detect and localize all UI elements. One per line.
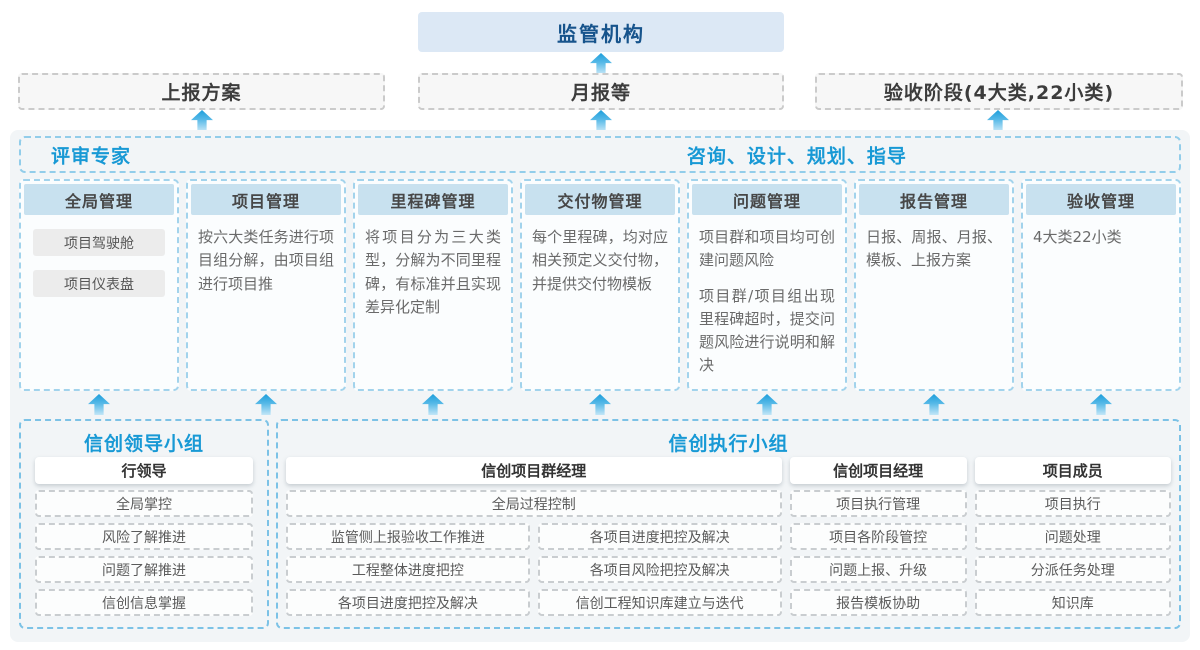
up-arrow-icon bbox=[756, 394, 778, 415]
project-manager-column: 信创项目经理 项目执行管理 项目各阶段管控 问题上报、升级 报告模板协助 bbox=[789, 457, 967, 616]
leading-group: 信创领导小组 行领导 全局掌控 风险了解推进 问题了解推进 信创信息掌握 bbox=[19, 419, 269, 629]
up-arrow-icon bbox=[590, 110, 612, 131]
modules-row: 全局管理 项目驾驶舱 项目仪表盘 项目管理 按六大类任务进行项目组分解，由项目组… bbox=[19, 179, 1181, 391]
module-description: 将项目分为三大类型，分解为不同里程碑，有标准并且实现差异化定制 bbox=[355, 218, 511, 319]
duty-item: 知识库 bbox=[974, 589, 1171, 616]
module-chip: 项目驾驶舱 bbox=[33, 229, 165, 256]
duty-item: 问题上报、升级 bbox=[789, 556, 967, 583]
duty-item: 项目各阶段管控 bbox=[789, 523, 967, 550]
module-title: 报告管理 bbox=[859, 184, 1009, 215]
module-paragraph: 项目群/项目组出现里程碑超时，提交问题风险进行说明和解决 bbox=[699, 286, 835, 375]
program-manager-column: 信创项目群经理 全局过程控制 监管侧上报验收工作推进 各项目进度把控及解决 工程… bbox=[286, 457, 782, 616]
consulting-label: 咨询、设计、规划、指导 bbox=[686, 145, 907, 167]
duty-item: 各项目进度把控及解决 bbox=[286, 589, 530, 616]
module-report-management: 报告管理 日报、周报、月报、模板、上报方案 bbox=[854, 179, 1014, 391]
module-description: 每个里程碑，均对应相关预定义交付物，并提供交付物模板 bbox=[522, 218, 678, 296]
module-paragraph: 4大类22小类 bbox=[1033, 228, 1122, 246]
output-box-acceptance-phase: 验收阶段(4大类,22小类) bbox=[815, 73, 1183, 110]
module-title: 项目管理 bbox=[191, 184, 341, 215]
regulator-box: 监管机构 bbox=[418, 12, 784, 52]
up-arrow-icon bbox=[590, 53, 612, 74]
module-project-management: 项目管理 按六大类任务进行项目组分解，由项目组进行项目推 bbox=[186, 179, 346, 391]
duty-item: 全局掌控 bbox=[35, 490, 253, 517]
module-paragraph: 日报、周报、月报、模板、上报方案 bbox=[866, 228, 1002, 270]
up-arrow-icon bbox=[255, 394, 277, 415]
module-acceptance-management: 验收管理 4大类22小类 bbox=[1021, 179, 1181, 391]
review-experts-label: 评审专家 bbox=[51, 145, 132, 167]
duty-item: 信创工程知识库建立与迭代 bbox=[537, 589, 782, 616]
module-milestone-management: 里程碑管理 将项目分为三大类型，分解为不同里程碑，有标准并且实现差异化定制 bbox=[353, 179, 513, 391]
module-description: 4大类22小类 bbox=[1023, 218, 1179, 249]
platform-container: 评审专家 咨询、设计、规划、指导 全局管理 项目驾驶舱 项目仪表盘 项目管理 按… bbox=[10, 130, 1190, 642]
duty-item: 项目执行管理 bbox=[789, 490, 967, 517]
up-arrow-icon bbox=[1090, 394, 1112, 415]
up-arrow-icon bbox=[88, 394, 110, 415]
module-paragraph: 项目群和项目均可创建问题风险 bbox=[699, 228, 835, 270]
module-issue-management: 问题管理 项目群和项目均可创建问题风险 项目群/项目组出现里程碑超时，提交问题风… bbox=[687, 179, 847, 391]
duty-pair-row: 工程整体进度把控 各项目风险把控及解决 bbox=[286, 550, 782, 583]
up-arrow-icon bbox=[987, 110, 1009, 131]
module-description: 日报、周报、月报、模板、上报方案 bbox=[856, 218, 1012, 273]
module-paragraph: 按六大类任务进行项目组分解，由项目组进行项目推 bbox=[198, 228, 334, 293]
module-chip: 项目仪表盘 bbox=[33, 270, 165, 297]
duty-item: 各项目进度把控及解决 bbox=[537, 523, 782, 550]
project-member-column: 项目成员 项目执行 问题处理 分派任务处理 知识库 bbox=[974, 457, 1171, 616]
duty-item: 全局过程控制 bbox=[286, 490, 782, 517]
executing-group-body: 信创项目群经理 全局过程控制 监管侧上报验收工作推进 各项目进度把控及解决 工程… bbox=[278, 455, 1179, 616]
role-box-project-manager: 信创项目经理 bbox=[789, 457, 967, 484]
module-description: 项目群和项目均可创建问题风险 项目群/项目组出现里程碑超时，提交问题风险进行说明… bbox=[689, 218, 845, 378]
output-box-monthly-report: 月报等 bbox=[418, 73, 784, 110]
module-description: 按六大类任务进行项目组分解，由项目组进行项目推 bbox=[188, 218, 344, 296]
leading-group-title: 信创领导小组 bbox=[83, 433, 204, 455]
module-title: 里程碑管理 bbox=[358, 184, 508, 215]
duty-pair-row: 监管侧上报验收工作推进 各项目进度把控及解决 bbox=[286, 517, 782, 550]
role-box-project-member: 项目成员 bbox=[974, 457, 1171, 484]
duty-item: 报告模板协助 bbox=[789, 589, 967, 616]
role-box-bank-leader: 行领导 bbox=[35, 457, 253, 484]
duty-item: 监管侧上报验收工作推进 bbox=[286, 523, 530, 550]
teams-row: 信创领导小组 行领导 全局掌控 风险了解推进 问题了解推进 信创信息掌握 信创执… bbox=[19, 419, 1181, 629]
experts-strip: 评审专家 咨询、设计、规划、指导 bbox=[19, 136, 1181, 173]
module-paragraph: 每个里程碑，均对应相关预定义交付物，并提供交付物模板 bbox=[532, 228, 668, 293]
duty-item: 信创信息掌握 bbox=[35, 589, 253, 616]
duty-item: 风险了解推进 bbox=[35, 523, 253, 550]
module-title: 全局管理 bbox=[24, 184, 174, 215]
up-arrow-icon bbox=[422, 394, 444, 415]
module-title: 交付物管理 bbox=[525, 184, 675, 215]
duty-item: 项目执行 bbox=[974, 490, 1171, 517]
module-paragraph: 将项目分为三大类型，分解为不同里程碑，有标准并且实现差异化定制 bbox=[365, 228, 501, 316]
module-title: 问题管理 bbox=[692, 184, 842, 215]
duty-item: 问题了解推进 bbox=[35, 556, 253, 583]
up-arrow-icon bbox=[191, 110, 213, 131]
duty-item: 分派任务处理 bbox=[974, 556, 1171, 583]
module-deliverable-management: 交付物管理 每个里程碑，均对应相关预定义交付物，并提供交付物模板 bbox=[520, 179, 680, 391]
duty-item: 问题处理 bbox=[974, 523, 1171, 550]
executing-group: 信创执行小组 信创项目群经理 全局过程控制 监管侧上报验收工作推进 各项目进度把… bbox=[276, 419, 1181, 629]
module-global-management: 全局管理 项目驾驶舱 项目仪表盘 bbox=[19, 179, 179, 391]
duty-pair-row: 各项目进度把控及解决 信创工程知识库建立与迭代 bbox=[286, 583, 782, 616]
output-box-report-plan: 上报方案 bbox=[18, 73, 385, 110]
duty-item: 工程整体进度把控 bbox=[286, 556, 530, 583]
leading-group-body: 行领导 全局掌控 风险了解推进 问题了解推进 信创信息掌握 bbox=[21, 455, 267, 616]
duty-item: 各项目风险把控及解决 bbox=[537, 556, 782, 583]
executing-group-title: 信创执行小组 bbox=[668, 433, 789, 455]
role-box-program-manager: 信创项目群经理 bbox=[286, 457, 782, 484]
module-title: 验收管理 bbox=[1026, 184, 1176, 215]
up-arrow-icon bbox=[923, 394, 945, 415]
up-arrow-icon bbox=[589, 394, 611, 415]
